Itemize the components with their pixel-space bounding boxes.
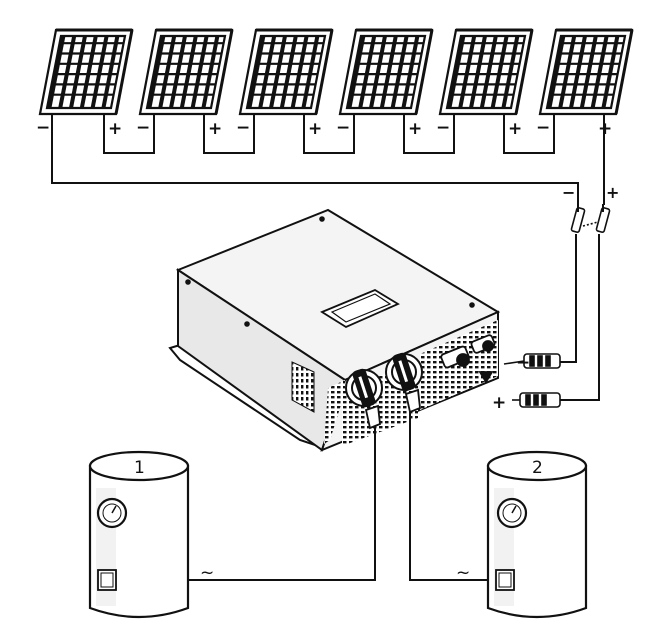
series-wiring bbox=[51, 114, 605, 205]
front-vent bbox=[324, 380, 345, 444]
panel-minus-label: − bbox=[136, 118, 150, 138]
tank-2-number: 2 bbox=[532, 458, 543, 478]
dc-input-terminals bbox=[440, 334, 496, 384]
solar-panel-array bbox=[38, 28, 634, 116]
thermometer-icon bbox=[96, 497, 128, 529]
panel-plus-label: + bbox=[598, 119, 612, 139]
panel-minus-label: − bbox=[436, 118, 450, 138]
tank-1-number: 1 bbox=[134, 458, 145, 478]
tank-1-ac-symbol: ~ bbox=[200, 563, 214, 583]
panel-plus-label: + bbox=[508, 119, 522, 139]
side-vent bbox=[291, 361, 315, 413]
input-plus-label: + bbox=[492, 393, 506, 413]
solar-panel-icon bbox=[38, 28, 134, 116]
solar-panel-icon bbox=[438, 28, 534, 116]
junction-plus-label: + bbox=[606, 183, 619, 202]
switch-knob-icon bbox=[385, 352, 423, 392]
panel-minus-label: − bbox=[36, 118, 50, 138]
mc4-connector-icon bbox=[512, 392, 561, 408]
switch-knob-icon bbox=[345, 368, 383, 408]
solar-panel-icon bbox=[138, 28, 234, 116]
ac-output-cables bbox=[188, 412, 488, 581]
tank-2-ac-symbol: ~ bbox=[456, 563, 470, 583]
solar-panel-icon bbox=[538, 28, 634, 116]
panel-plus-label: + bbox=[108, 119, 122, 139]
panel-polarity-labels: − + − + − + − + − + − + bbox=[36, 118, 612, 139]
panel-plus-label: + bbox=[208, 119, 222, 139]
panel-minus-label: − bbox=[336, 118, 350, 138]
panel-plus-label: + bbox=[308, 119, 322, 139]
junction-minus-label: − bbox=[562, 183, 575, 202]
mc4-connector-icon bbox=[503, 353, 561, 369]
solar-panel-icon bbox=[338, 28, 434, 116]
mc4-connector-icon bbox=[570, 204, 611, 233]
panel-minus-label: − bbox=[536, 118, 550, 138]
panel-plus-label: + bbox=[408, 119, 422, 139]
dc-input-cables bbox=[560, 234, 600, 401]
cable-gland bbox=[364, 388, 421, 430]
solar-panel-icon bbox=[238, 28, 334, 116]
panel-minus-label: − bbox=[236, 118, 250, 138]
input-minus-label: − bbox=[516, 353, 530, 373]
thermometer-icon bbox=[496, 497, 528, 529]
